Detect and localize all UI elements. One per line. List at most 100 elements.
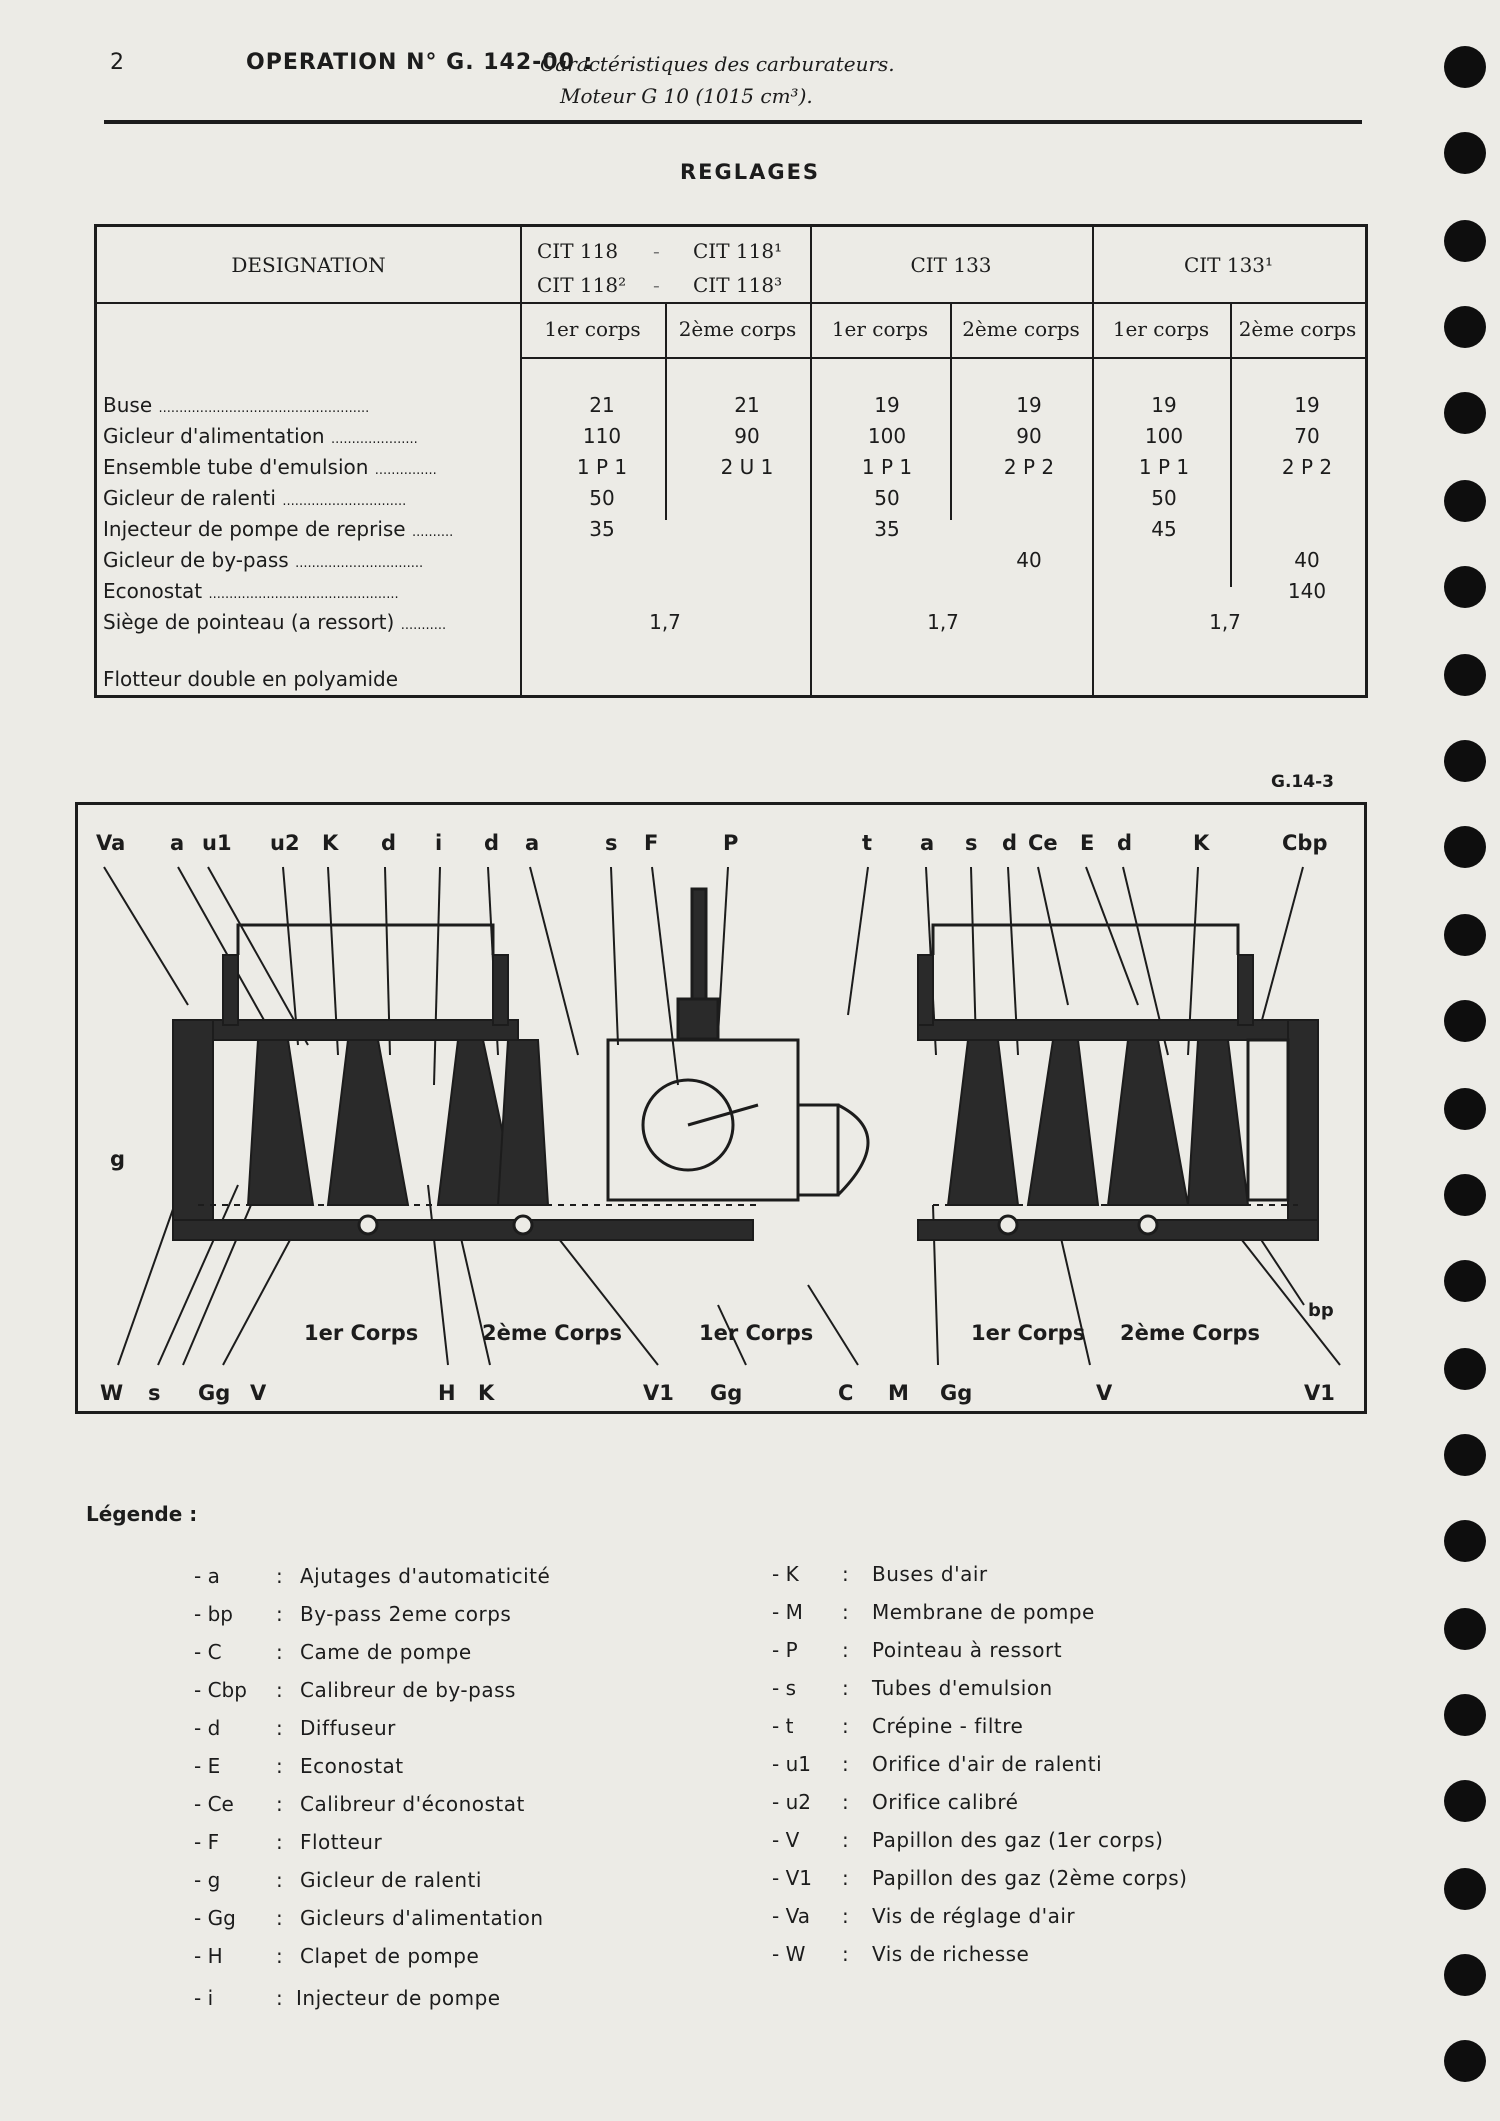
figure-label: s <box>605 831 618 855</box>
binder-hole <box>1444 1000 1486 1042</box>
subheader-cell: 2ème corps <box>678 317 797 341</box>
settings-table: DESIGNATION CIT 118 - CIT 118¹ CIT 118² … <box>94 224 1368 698</box>
row-label-econostat: Econostat ..............................… <box>103 579 399 603</box>
table-cell: 100 <box>1144 424 1184 448</box>
figure-label: K <box>1193 831 1210 855</box>
binder-hole <box>1444 480 1486 522</box>
figure-label: F <box>644 831 659 855</box>
table-cell: 100 <box>867 424 907 448</box>
table-divider <box>950 302 952 520</box>
table-divider <box>810 227 812 695</box>
figure-label: Gg <box>198 1381 231 1405</box>
row-label-tube-emulsion: Ensemble tube d'emulsion ............... <box>103 455 437 479</box>
row-label-gicleur-alimentation: Gicleur d'alimentation .................… <box>103 424 418 448</box>
table-cell: 1,7 <box>649 610 681 634</box>
figure-label: t <box>862 831 873 855</box>
row-label-siege-pointeau: Siège de pointeau (a ressort) ..........… <box>103 610 447 634</box>
table-cell: 90 <box>1016 424 1042 448</box>
group-header-cit133: CIT 133 <box>910 253 992 277</box>
table-divider <box>1092 227 1094 695</box>
operation-title: OPERATION N° G. 142-00 : <box>246 50 594 75</box>
binder-hole <box>1444 654 1486 696</box>
binder-hole <box>1444 826 1486 868</box>
figure-label: V <box>250 1381 267 1405</box>
row-label-buse: Buse ...................................… <box>103 393 370 417</box>
figure-label: u1 <box>202 831 232 855</box>
figure-reference: G.14-3 <box>1271 772 1334 792</box>
binder-hole <box>1444 1868 1486 1910</box>
figure-label: u2 <box>270 831 300 855</box>
binder-hole <box>1444 220 1486 262</box>
table-cell: 2 P 2 <box>1281 455 1333 479</box>
binder-hole <box>1444 46 1486 88</box>
table-cell: 19 <box>1294 393 1320 417</box>
figure-label: V1 <box>1304 1381 1335 1405</box>
table-cell: 90 <box>734 424 760 448</box>
table-cell: 2 U 1 <box>720 455 774 479</box>
table-divider <box>520 227 522 695</box>
figure-label: g <box>110 1147 126 1171</box>
figure-label: K <box>322 831 339 855</box>
binder-hole <box>1444 1088 1486 1130</box>
table-cell: 50 <box>589 486 615 510</box>
figure-label: H <box>438 1381 456 1405</box>
binder-hole <box>1444 740 1486 782</box>
table-cell: 21 <box>589 393 615 417</box>
table-cell: 45 <box>1151 517 1177 541</box>
operation-subtitle-engine: Moteur G 10 (1015 cm³). <box>560 84 813 108</box>
binder-hole <box>1444 566 1486 608</box>
row-label-gicleur-bypass: Gicleur de by-pass .....................… <box>103 548 424 572</box>
binder-hole <box>1444 1694 1486 1736</box>
table-cell: 1 P 1 <box>576 455 628 479</box>
figure-label: K <box>478 1381 495 1405</box>
figure-label: 2ème Corps <box>1120 1321 1261 1345</box>
legend-title: Légende : <box>86 1502 198 1526</box>
table-cell: 1 P 1 <box>1138 455 1190 479</box>
figure-label: 2ème Corps <box>482 1321 623 1345</box>
table-cell: 35 <box>589 517 615 541</box>
figure-label: 1er Corps <box>699 1321 814 1345</box>
figure-label: d <box>484 831 500 855</box>
table-cell: 140 <box>1287 579 1327 603</box>
table-cell: 1 P 1 <box>861 455 913 479</box>
table-cell: 19 <box>874 393 900 417</box>
binder-hole <box>1444 1174 1486 1216</box>
subheader-cell: 1er corps <box>1112 317 1210 341</box>
table-cell: 2 P 2 <box>1003 455 1055 479</box>
figure-label: C <box>838 1381 854 1405</box>
figure-label: d <box>1117 831 1133 855</box>
table-divider <box>520 357 1365 359</box>
figure-label: i <box>435 831 443 855</box>
subheader-cell: 2ème corps <box>962 317 1080 341</box>
designation-header: DESIGNATION <box>231 253 386 277</box>
binder-hole <box>1444 1520 1486 1562</box>
page-number: 2 <box>110 50 124 75</box>
subheader-cell: 2ème corps <box>1238 317 1357 341</box>
carburetor-cross-section <box>103 866 1341 1366</box>
binder-hole <box>1444 306 1486 348</box>
figure-label: s <box>148 1381 161 1405</box>
figure-label: s <box>965 831 978 855</box>
figure-label: a <box>525 831 540 855</box>
row-label-injecteur-pompe: Injecteur de pompe de reprise .......... <box>103 517 454 541</box>
binder-hole <box>1444 1954 1486 1996</box>
binder-hole <box>1444 392 1486 434</box>
figure-label: d <box>1002 831 1018 855</box>
table-cell: 70 <box>1294 424 1320 448</box>
group-header-cit133-1: CIT 133¹ <box>1183 253 1274 277</box>
operation-subtitle: Caractéristiques des carburateurs. <box>540 52 895 76</box>
table-divider <box>97 302 1365 304</box>
figure-label: 1er Corps <box>304 1321 419 1345</box>
table-cell: 40 <box>1016 548 1042 572</box>
figure-label: bp <box>1308 1300 1334 1321</box>
binder-hole <box>1444 1260 1486 1302</box>
binder-hole <box>1444 1608 1486 1650</box>
table-cell: 50 <box>874 486 900 510</box>
figure-label: Ce <box>1028 831 1058 855</box>
table-divider <box>1230 302 1232 587</box>
table-cell: 110 <box>582 424 622 448</box>
figure-label: 1er Corps <box>971 1321 1086 1345</box>
table-cell: 19 <box>1151 393 1177 417</box>
table-cell: 40 <box>1294 548 1320 572</box>
binder-hole <box>1444 1434 1486 1476</box>
